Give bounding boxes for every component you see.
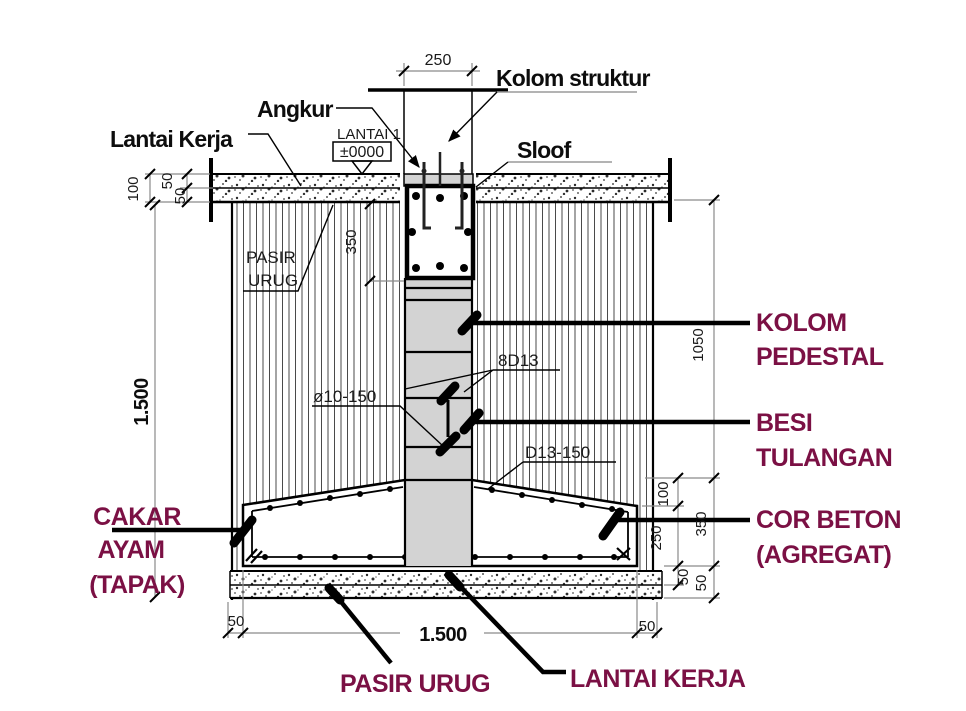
floor-layer2-left bbox=[213, 188, 400, 202]
cakar-ayam-bar-mark bbox=[229, 515, 257, 548]
besi-tulangan-bar-mark bbox=[459, 408, 484, 435]
dim-offset-left: 50 bbox=[228, 613, 245, 630]
level-value: ±0000 bbox=[340, 144, 384, 161]
lantai-kerja-bottom-mark bbox=[444, 570, 465, 592]
callout-pasir-urug-bottom: PASIR URUG bbox=[340, 670, 490, 698]
kolom-pedestal-bar-mark bbox=[457, 310, 482, 336]
level-marker bbox=[332, 141, 392, 176]
dimension-texts: 250 100 50 50 1.500 350 1050 100 250 350… bbox=[125, 52, 710, 646]
sloof-rebar-dots bbox=[408, 192, 472, 272]
callout-cakar-ayam-3: (TAPAK) bbox=[89, 571, 185, 599]
anchor-dot-left bbox=[421, 168, 427, 174]
note-o10-150: ø10-150 bbox=[313, 387, 376, 406]
kolom-struktur-leader bbox=[448, 91, 498, 142]
pedestal-column bbox=[403, 152, 476, 566]
pasir-urug-bottom-leader bbox=[331, 590, 393, 665]
dim-footing-height: 350 bbox=[693, 511, 710, 536]
floor-layer2-right bbox=[476, 188, 670, 202]
pasir-urug-bottom-mark bbox=[324, 583, 345, 605]
bar-o10-leader bbox=[312, 405, 444, 447]
note-d13-150: D13-150 bbox=[525, 443, 590, 462]
callout-cakar-ayam-2: AYAM bbox=[97, 536, 164, 564]
dimension-lines bbox=[144, 63, 720, 639]
callout-besi-tulangan-2: TULANGAN bbox=[756, 444, 892, 472]
pedestal-body bbox=[405, 278, 472, 566]
lantai-kerja-top-leader bbox=[248, 133, 302, 187]
note-pasir-1: PASIR bbox=[246, 248, 296, 267]
callout-kolom-pedestal-1: KOLOM bbox=[756, 309, 847, 337]
dim-lean-a: 50 bbox=[675, 569, 692, 586]
lean-layer2 bbox=[230, 585, 662, 598]
thin-leaders bbox=[243, 91, 637, 490]
column-sides bbox=[403, 90, 473, 174]
callout-cor-beton-1: COR BETON bbox=[756, 506, 901, 534]
callout-lantai-kerja-bottom: LANTAI KERJA bbox=[570, 665, 746, 693]
sloof-leader bbox=[475, 161, 509, 188]
note-8d13: 8D13 bbox=[498, 351, 539, 370]
soil-hatch-backfill bbox=[230, 202, 655, 600]
floor-layer1-right bbox=[476, 174, 670, 188]
callout-leaders bbox=[112, 310, 750, 675]
lantai-kerja-bottom-leader bbox=[452, 578, 566, 675]
dim-slope-height: 100 bbox=[655, 481, 672, 506]
dim-depth-left: 1.500 bbox=[131, 378, 153, 426]
cor-beton-bar-mark bbox=[598, 507, 625, 541]
bar-d13-leader bbox=[487, 461, 616, 490]
maroon-callouts: KOLOM PEDESTAL BESI TULANGAN COR BETON (… bbox=[89, 309, 901, 698]
level-name: LANTAI 1 bbox=[337, 126, 401, 143]
splice-bar-marks bbox=[435, 381, 461, 457]
note-pasir-2: URUG bbox=[248, 271, 298, 290]
level-triangle bbox=[350, 160, 374, 176]
anchor-bolts bbox=[422, 162, 464, 230]
dim-top-width: 250 bbox=[425, 52, 452, 69]
soil-hatch-left bbox=[232, 202, 404, 571]
callout-cor-beton-2: (AGREGAT) bbox=[756, 541, 891, 569]
dim-floor-a: 50 bbox=[159, 173, 176, 190]
footing-bend-mark-right bbox=[616, 547, 631, 561]
bar-8d13-leader bbox=[404, 369, 560, 393]
dim-edge-height: 250 bbox=[648, 525, 665, 550]
label-sloof: Sloof bbox=[517, 137, 572, 163]
black-labels: Lantai Kerja Angkur Kolom struktur Sloof bbox=[110, 65, 651, 163]
soil-hatch-right bbox=[473, 202, 653, 571]
floor-slab bbox=[209, 158, 672, 222]
anchor-dot-right bbox=[459, 168, 465, 174]
dim-pedestal-height: 1050 bbox=[690, 328, 707, 361]
angkur-leader bbox=[336, 107, 420, 168]
footing-bend-mark-left bbox=[245, 548, 263, 564]
annotation-texts: LANTAI 1 ±0000 PASIR URUG 8D13 ø10-150 D… bbox=[246, 126, 590, 462]
dim-sloof-height: 350 bbox=[343, 229, 360, 254]
label-angkur: Angkur bbox=[257, 96, 334, 122]
floor-layer1-left bbox=[213, 174, 400, 188]
callout-kolom-pedestal-2: PEDESTAL bbox=[756, 343, 884, 371]
label-kolom-struktur: Kolom struktur bbox=[496, 65, 650, 91]
callout-cakar-ayam-1: CAKAR bbox=[93, 503, 181, 531]
structural-column bbox=[368, 88, 508, 174]
dim-floor-b: 50 bbox=[172, 188, 189, 205]
callout-besi-tulangan-1: BESI bbox=[756, 409, 812, 437]
footing-rebar-dots bbox=[262, 486, 617, 560]
dim-floor-total: 100 bbox=[125, 176, 142, 201]
label-lantai-kerja-top: Lantai Kerja bbox=[110, 126, 233, 152]
dimension-ticks bbox=[144, 65, 720, 639]
dim-offset-right: 50 bbox=[639, 618, 656, 635]
dim-lean-b: 50 bbox=[693, 575, 710, 592]
dim-bottom-width: 1.500 bbox=[419, 624, 467, 646]
pasir-urug-note-leader bbox=[243, 204, 334, 292]
